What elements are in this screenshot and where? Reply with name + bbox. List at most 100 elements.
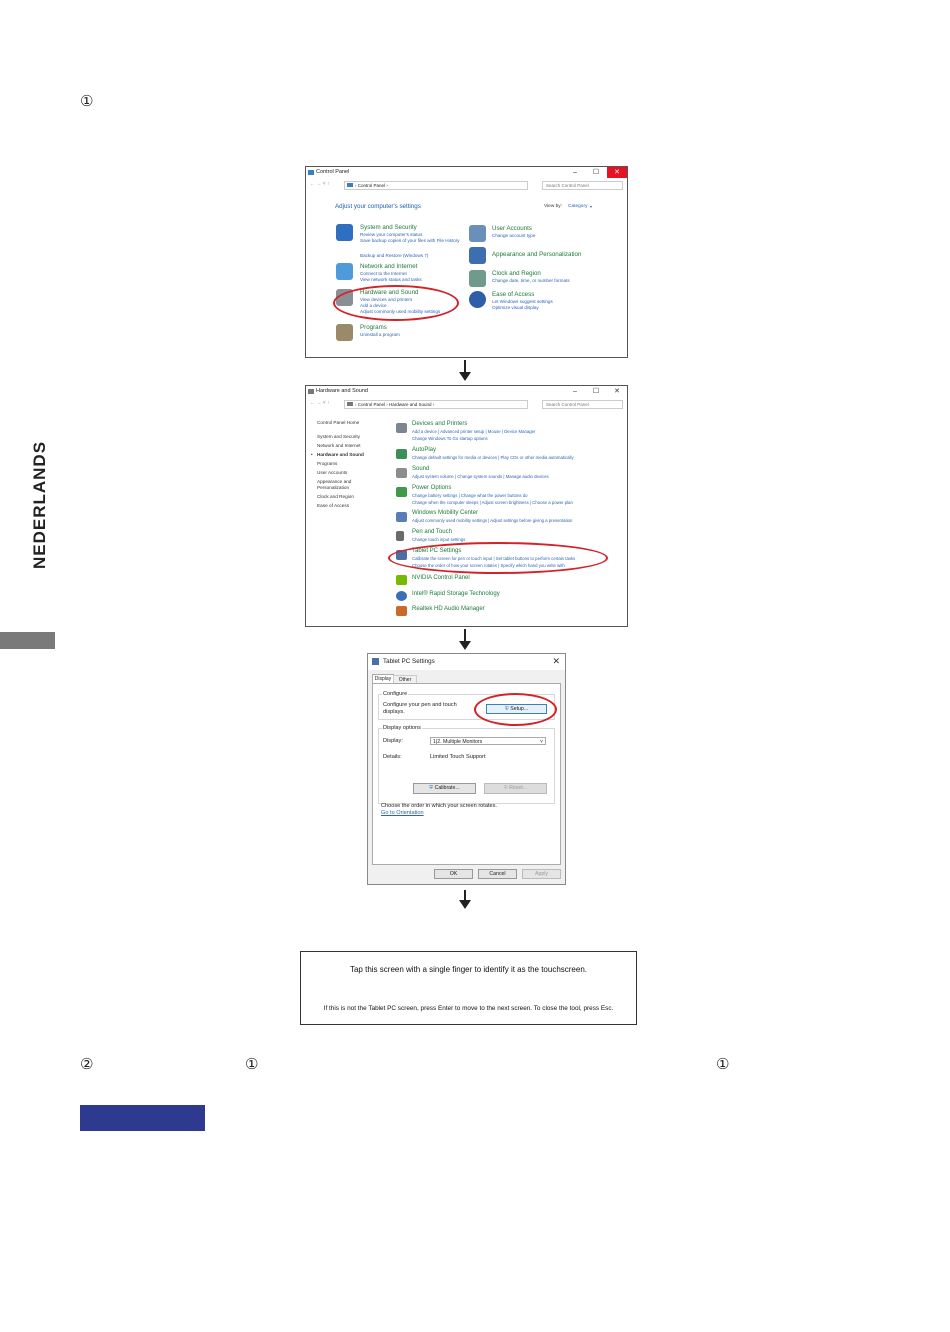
- search-input[interactable]: Search Control Panel: [542, 400, 623, 409]
- calibrate-button[interactable]: ⛨ Calibrate...: [413, 783, 476, 794]
- configure-text: displays.: [383, 709, 405, 715]
- category-link[interactable]: Optimize visual display: [492, 305, 539, 310]
- hardware-sound-title-icon: [308, 389, 314, 394]
- highlight-ellipse: [388, 542, 608, 574]
- section-nvidia[interactable]: NVIDIA Control Panel: [412, 575, 470, 581]
- section-power-options[interactable]: Power Options: [412, 485, 452, 491]
- window-title: Control Panel: [316, 169, 350, 175]
- section-link[interactable]: Add a device | Advanced printer setup | …: [412, 429, 536, 434]
- section-link[interactable]: Change battery settings | Change what th…: [412, 493, 528, 498]
- category-link[interactable]: View network status and tasks: [360, 277, 422, 282]
- nav-ease-of-access[interactable]: Ease of Access: [317, 503, 350, 508]
- search-input[interactable]: Search Control Panel: [542, 181, 623, 190]
- category-appearance[interactable]: Appearance and Personalization: [492, 251, 582, 258]
- apply-button[interactable]: Apply: [522, 869, 561, 879]
- nav-system-security[interactable]: System and Security: [317, 434, 360, 439]
- nav-network-internet[interactable]: Network and Internet: [317, 443, 361, 448]
- hardware-sound-titlebar: Hardware and Sound – ☐ ✕: [306, 386, 627, 397]
- close-icon[interactable]: ✕: [607, 167, 627, 178]
- nav-user-accounts[interactable]: User Accounts: [317, 470, 348, 475]
- user-accounts-icon: [469, 225, 486, 242]
- section-link[interactable]: Adjust commonly used mobility settings |…: [412, 518, 573, 523]
- nav-arrows-icon[interactable]: ← → ˅ ↑: [310, 400, 330, 406]
- section-devices-printers[interactable]: Devices and Printers: [412, 421, 468, 427]
- category-link[interactable]: Review your computer's status: [360, 232, 423, 237]
- category-link[interactable]: Change date, time, or number formats: [492, 278, 570, 283]
- arrow-down-icon: [459, 900, 471, 909]
- details-value: Limited Touch Support: [430, 754, 486, 760]
- intel-rst-icon: [396, 591, 407, 601]
- calibrate-label: Calibrate...: [434, 785, 460, 791]
- category-system-security[interactable]: System and Security: [360, 224, 417, 231]
- shield-icon: ⛨: [503, 785, 508, 791]
- section-link[interactable]: Change default settings for media or dev…: [412, 455, 574, 460]
- flow-arrow: [464, 360, 466, 373]
- section-mobility-center[interactable]: Windows Mobility Center: [412, 510, 479, 516]
- display-options-label: Display options: [382, 725, 422, 731]
- touch-instruction: Tap this screen with a single finger to …: [349, 965, 587, 974]
- address-bar[interactable]: › Control Panel › Hardware and Sound ›: [344, 400, 528, 409]
- category-link[interactable]: Change account type: [492, 233, 536, 238]
- nvidia-icon: [396, 575, 407, 585]
- section-autoplay[interactable]: AutoPlay: [412, 447, 437, 453]
- category-clock-region[interactable]: Clock and Region: [492, 270, 541, 277]
- step-ref-marker: ①: [245, 1055, 259, 1073]
- section-sound[interactable]: Sound: [412, 466, 430, 472]
- category-link[interactable]: Let Windows suggest settings: [492, 299, 553, 304]
- nav-programs[interactable]: Programs: [317, 461, 338, 466]
- tab-other[interactable]: Other: [393, 675, 417, 684]
- category-link[interactable]: Save backup copies of your files with Fi…: [360, 238, 460, 243]
- section-link[interactable]: Change Windows To Go startup options: [412, 436, 488, 441]
- breadcrumb-hardware-sound[interactable]: Hardware and Sound: [389, 402, 432, 407]
- display-select[interactable]: 1|2. Multiple Monitors ˅: [430, 737, 546, 745]
- category-programs[interactable]: Programs: [360, 324, 387, 331]
- address-folder-icon: [347, 402, 353, 406]
- minimize-icon[interactable]: –: [573, 169, 577, 176]
- display-options-group: [378, 728, 555, 804]
- section-link[interactable]: Change when the computer sleeps | Adjust…: [412, 500, 573, 505]
- section-realtek[interactable]: Realtek HD Audio Manager: [412, 606, 485, 612]
- bullet-icon: •: [311, 452, 313, 457]
- section-link[interactable]: Change touch input settings: [412, 537, 466, 542]
- section-intel-rst[interactable]: Intel® Rapid Storage Technology: [412, 591, 500, 597]
- address-folder-icon: [347, 183, 353, 187]
- category-link[interactable]: Connect to the Internet: [360, 271, 407, 276]
- nav-arrows-icon[interactable]: ← → ˅ ↑: [310, 181, 330, 187]
- ok-button[interactable]: OK: [434, 869, 473, 879]
- category-link[interactable]: Backup and Restore (Windows 7): [360, 253, 429, 258]
- touch-identification-screen[interactable]: Tap this screen with a single finger to …: [300, 951, 637, 1025]
- address-bar[interactable]: › Control Panel ›: [344, 181, 528, 190]
- category-ease-of-access[interactable]: Ease of Access: [492, 291, 535, 298]
- configure-label: Configure: [382, 691, 409, 697]
- close-icon[interactable]: ✕: [614, 388, 620, 395]
- hardware-sound-window: Hardware and Sound – ☐ ✕ ← → ˅ ↑ › Contr…: [305, 385, 628, 627]
- nav-clock-region[interactable]: Clock and Region: [317, 494, 355, 499]
- category-network-internet[interactable]: Network and Internet: [360, 263, 418, 270]
- maximize-icon[interactable]: ☐: [592, 169, 600, 176]
- orientation-link[interactable]: Go to Orientation: [381, 810, 424, 816]
- category-link[interactable]: Uninstall a program: [360, 332, 400, 337]
- cancel-button[interactable]: Cancel: [478, 869, 517, 879]
- display-select-value: 1|2. Multiple Monitors: [433, 739, 483, 745]
- maximize-icon[interactable]: ☐: [592, 388, 600, 395]
- dialog-titlebar: Tablet PC Settings ✕: [368, 654, 565, 670]
- reset-label: Reset...: [509, 785, 528, 791]
- section-pen-touch[interactable]: Pen and Touch: [412, 529, 452, 535]
- close-icon[interactable]: ✕: [552, 656, 560, 666]
- minimize-icon[interactable]: –: [573, 388, 577, 395]
- chevron-down-icon: ▾: [590, 204, 593, 209]
- nav-control-panel-home[interactable]: Control Panel Home: [317, 420, 360, 425]
- control-panel-titlebar: Control Panel – ☐ ✕: [306, 167, 627, 178]
- breadcrumb-control-panel[interactable]: Control Panel: [357, 183, 386, 188]
- reset-button[interactable]: ⛨ Reset...: [484, 783, 547, 794]
- chevron-down-icon: ˅: [539, 739, 543, 745]
- breadcrumb-control-panel[interactable]: Control Panel: [357, 402, 386, 407]
- nav-hardware-sound[interactable]: Hardware and Sound: [317, 452, 364, 457]
- view-by-dropdown[interactable]: Category: [568, 204, 588, 209]
- nav-appearance[interactable]: Appearance and Personalization: [317, 479, 352, 490]
- control-panel-window: Control Panel – ☐ ✕ ← → ˅ ↑ › Control Pa…: [305, 166, 628, 358]
- category-user-accounts[interactable]: User Accounts: [492, 225, 532, 232]
- section-link[interactable]: Adjust system volume | Change system sou…: [412, 474, 549, 479]
- pen-touch-icon: [396, 531, 404, 541]
- window-title: Hardware and Sound: [316, 388, 368, 394]
